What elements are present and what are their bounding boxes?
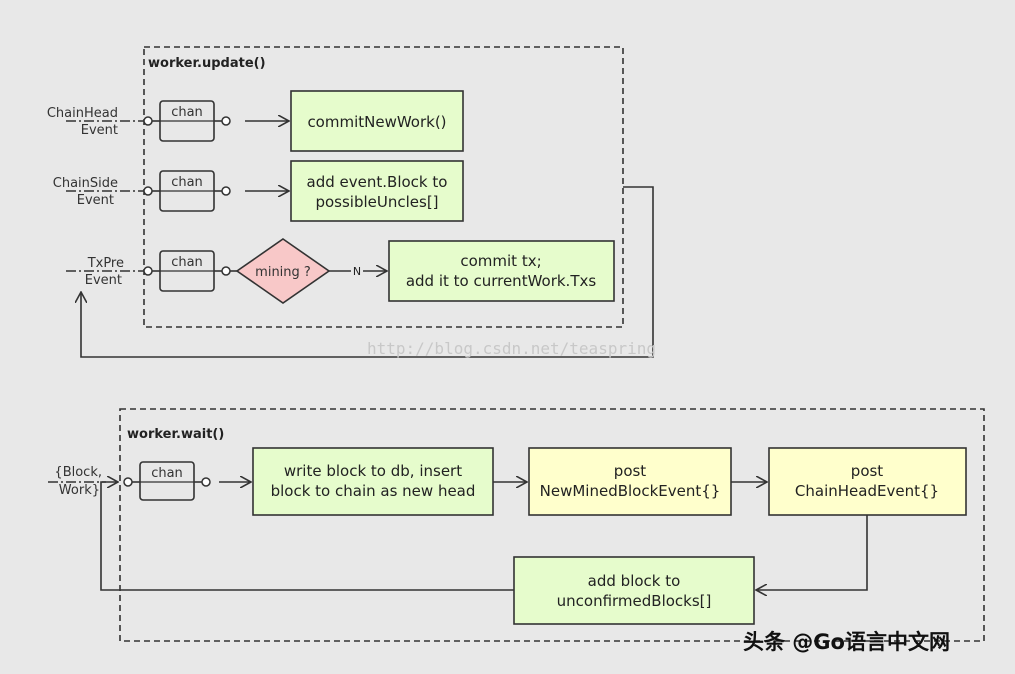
box-add-uncles [290,160,464,222]
wait-chan-port-in [123,477,133,487]
box-post-mined-line1: post [614,462,647,480]
box-commit-new-work [290,90,464,152]
input-label-chainhead: ChainHead [47,106,118,121]
box-post-mined-line2: NewMinedBlockEvent{} [540,482,721,500]
chan-port-out-1 [221,116,231,126]
input-label-txpre-event: Event [85,273,122,288]
box-write-block-line2: block to chain as new head [271,482,476,500]
chan-1-label: chan [171,105,203,120]
decision-no-label: N [353,265,361,278]
update-section-title: worker.update() [148,56,266,71]
brand-watermark: 头条 @Go语言中文网 [743,630,950,654]
input-label-chainhead-event: Event [81,123,118,138]
chan-port-in-3 [143,266,153,276]
wait-chan-label: chan [151,466,183,481]
input-label-chainside-event: Event [77,193,114,208]
chan-2-label: chan [171,175,203,190]
decision-mining [235,238,331,304]
box-commit-tx-line1: commit tx; [460,252,541,270]
box-unconfirmed-line1: add block to [588,572,681,590]
input-label-txpre: TxPre [87,256,124,271]
chan-3-label: chan [171,255,203,270]
input-label-chainside: ChainSide [53,176,118,191]
box-write-block [252,447,494,516]
watermark: http://blog.csdn.net/teaspring [367,339,656,358]
wait-input-label-block: {Block, [54,465,102,480]
chan-port-out-3 [221,266,231,276]
chan-port-out-2 [221,186,231,196]
box-commit-new-work-text: commitNewWork() [307,113,446,131]
wait-loop-line [100,482,514,591]
box-commit-tx [388,240,615,302]
box-add-uncles-line2: possibleUncles[] [315,193,438,211]
box-post-head-line2: ChainHeadEvent{} [795,482,939,500]
box-post-head [768,447,967,516]
chan-port-in-1 [143,116,153,126]
decision-mining-text: mining ? [255,265,311,280]
box-post-mined [528,447,732,516]
box-unconfirmed [513,556,755,625]
box-commit-tx-line2: add it to currentWork.Txs [406,272,597,290]
box-write-block-line1: write block to db, insert [284,462,462,480]
chan-port-in-2 [143,186,153,196]
wait-input-label-work: Work} [59,483,100,498]
arrow-to-unconfirmed [756,515,868,590]
box-post-head-line1: post [851,462,884,480]
box-unconfirmed-line2: unconfirmedBlocks[] [557,592,712,610]
wait-section-frame [119,408,985,642]
box-add-uncles-line1: add event.Block to [307,173,448,191]
wait-section-title: worker.wait() [127,427,224,442]
wait-chan [139,461,195,501]
feedback-loop-line [81,186,654,358]
wait-chan-port-out [201,477,211,487]
